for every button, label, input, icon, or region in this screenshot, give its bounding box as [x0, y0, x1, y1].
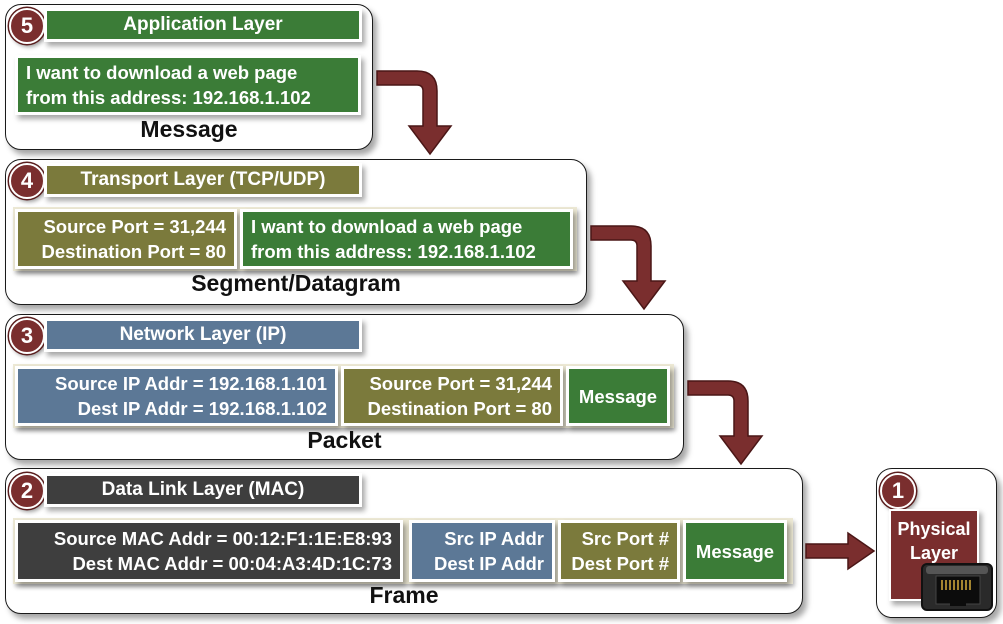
layer-number-badge-3: 3 — [9, 318, 45, 354]
layer-number-badge-2: 2 — [9, 473, 45, 509]
network-ports-box: Source Port = 31,244 Destination Port = … — [341, 366, 563, 426]
layer-number-badge-5: 5 — [9, 8, 45, 44]
layer-number-badge-4: 4 — [9, 163, 45, 199]
network-caption: Packet — [307, 427, 382, 453]
transport-destination-port: Destination Port = 80 — [41, 241, 226, 262]
datalink-layer-title: Data Link Layer (MAC) — [44, 473, 362, 507]
datalink-dest-ip: Dest IP Addr — [434, 553, 544, 574]
application-caption: Message — [140, 116, 238, 142]
transport-caption: Segment/Datagram — [191, 270, 401, 296]
network-source-port: Source Port = 31,244 — [369, 373, 552, 394]
right-arrow-icon — [805, 531, 876, 571]
curved-arrow-down-icon — [376, 70, 453, 156]
application-message-box: I want to download a web page from this … — [15, 55, 361, 115]
transport-message-line1: I want to download a web page — [251, 216, 523, 237]
datalink-caption: Frame — [369, 582, 439, 608]
datalink-ports-box: Src Port # Dest Port # — [558, 520, 680, 582]
network-dest-ip: Dest IP Addr = 192.168.1.102 — [77, 398, 327, 419]
datalink-source-mac: Source MAC Addr = 00:12:F1:1E:E8:93 — [53, 528, 392, 549]
network-source-ip: Source IP Addr = 192.168.1.101 — [54, 373, 327, 394]
datalink-dest-port: Dest Port # — [571, 553, 669, 574]
ethernet-port-icon — [921, 563, 993, 611]
transport-ports-box: Source Port = 31,244 Destination Port = … — [15, 209, 237, 269]
transport-layer-title: Transport Layer (TCP/UDP) — [44, 163, 362, 197]
curved-arrow-down-icon — [590, 225, 667, 311]
application-message-line1: I want to download a web page — [26, 62, 298, 83]
layer-number-badge-1: 1 — [880, 473, 916, 509]
datalink-mac-box: Source MAC Addr = 00:12:F1:1E:E8:93 Dest… — [15, 520, 403, 582]
datalink-message-box: Message — [683, 520, 787, 582]
datalink-message-label: Message — [695, 540, 775, 562]
physical-layer-title-line2: Layer — [909, 543, 959, 563]
datalink-src-port: Src Port # — [581, 528, 669, 549]
application-message-line2: from this address: 192.168.1.102 — [26, 87, 311, 108]
transport-message-box: I want to download a web page from this … — [240, 209, 573, 269]
network-message-label: Message — [578, 385, 658, 407]
application-layer-title: Application Layer — [44, 8, 362, 42]
network-destination-port: Destination Port = 80 — [367, 398, 552, 419]
network-message-box: Message — [566, 366, 670, 426]
datalink-dest-mac: Dest MAC Addr = 00:04:A3:4D:1C:73 — [72, 553, 392, 574]
datalink-src-ip: Src IP Addr — [444, 528, 544, 549]
network-ip-box: Source IP Addr = 192.168.1.101 Dest IP A… — [15, 366, 338, 426]
transport-message-line2: from this address: 192.168.1.102 — [251, 241, 536, 262]
physical-layer-title-line1: Physical — [897, 519, 971, 539]
network-layer-title: Network Layer (IP) — [44, 318, 362, 352]
datalink-ip-box: Src IP Addr Dest IP Addr — [409, 520, 555, 582]
transport-source-port: Source Port = 31,244 — [43, 216, 226, 237]
curved-arrow-down-icon — [687, 380, 764, 466]
